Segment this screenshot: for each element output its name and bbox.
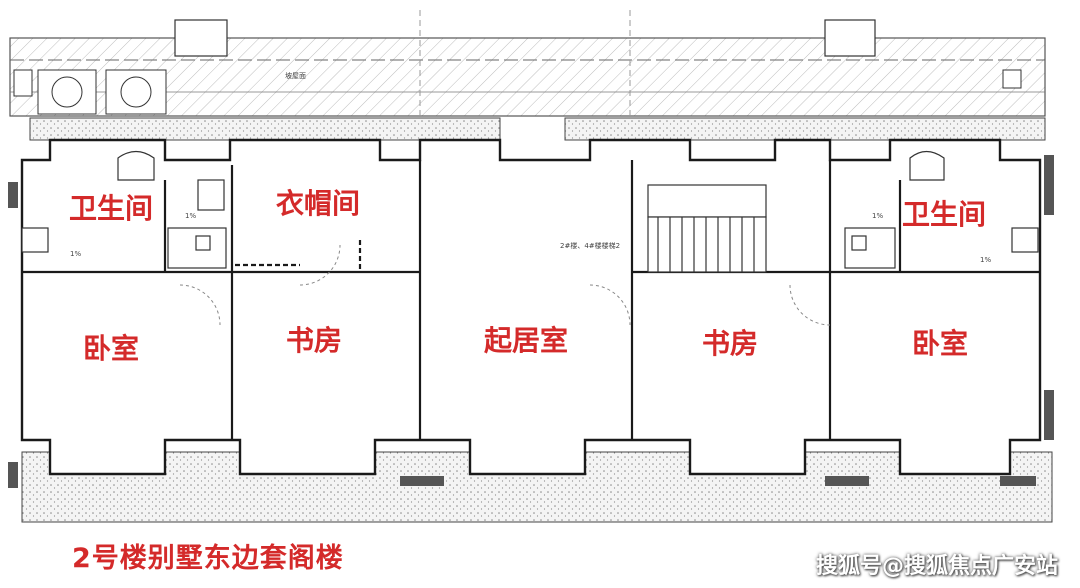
slope-note: 1% xyxy=(980,256,991,264)
plan-caption: 2号楼别墅东边套阁楼 xyxy=(72,543,344,574)
roof-slope-area xyxy=(9,10,1046,150)
room-label-bathroom-left: 卫生间 xyxy=(69,192,153,225)
staircase xyxy=(647,184,767,273)
stair-note: 2#楼、4#楼楼梯2 xyxy=(560,241,620,250)
building-walls xyxy=(20,138,1042,476)
slope-note: 1% xyxy=(70,250,81,258)
room-label-bedroom-right: 卧室 xyxy=(912,327,968,360)
room-label-living-room: 起居室 xyxy=(484,324,568,357)
slope-note: 1% xyxy=(872,212,883,220)
roof-note: 坡屋面 xyxy=(285,71,306,80)
interior-walls xyxy=(22,160,1040,440)
source-watermark: 搜狐号@搜狐焦点广安站 xyxy=(815,554,1058,579)
room-label-cloakroom: 衣帽间 xyxy=(276,187,360,220)
slope-note: 1% xyxy=(185,212,196,220)
structural-columns xyxy=(8,155,1054,488)
room-label-bathroom-right: 卫生间 xyxy=(902,198,986,231)
bathroom-fixtures xyxy=(21,150,1039,269)
room-label-bedroom-left: 卧室 xyxy=(83,332,139,365)
door-swings xyxy=(179,244,831,326)
room-label-study-left: 书房 xyxy=(286,324,342,357)
upper-terrace xyxy=(29,117,1046,141)
room-label-study-right: 书房 xyxy=(702,327,758,360)
